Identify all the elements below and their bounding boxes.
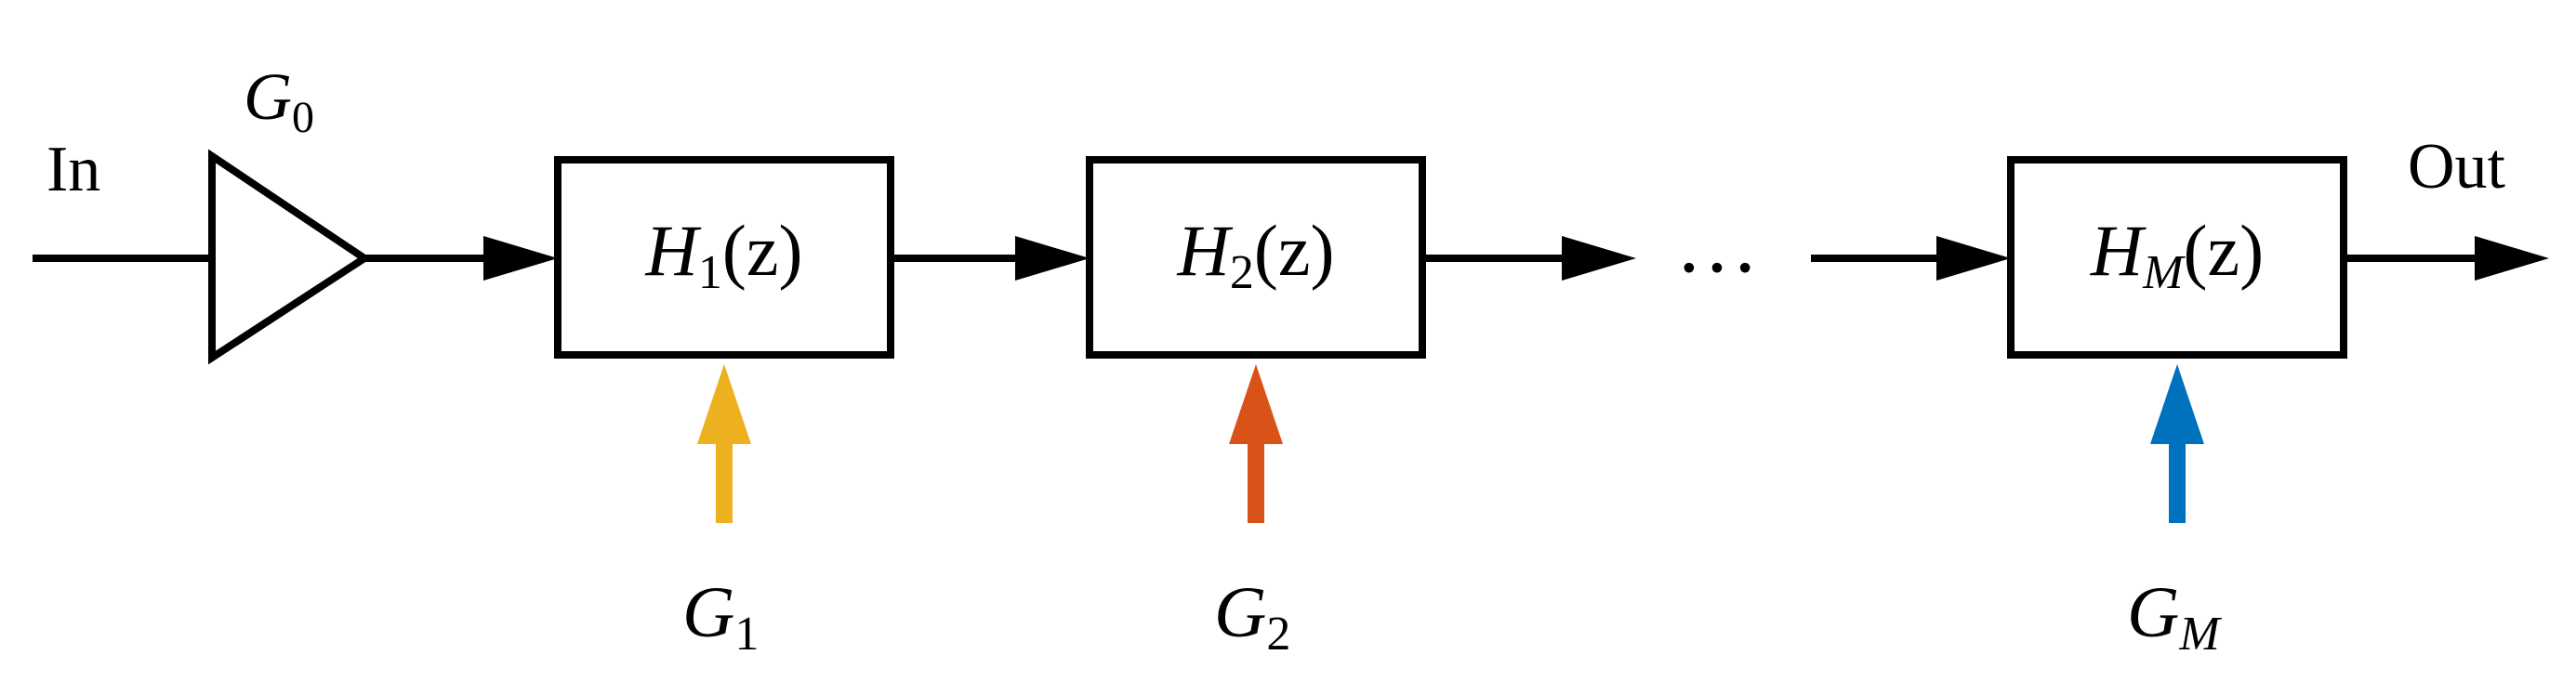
stage-m-label: HM(z) [2090,210,2264,299]
gain-m-label: GM [2127,571,2222,661]
input-label: In [46,134,100,205]
arrow-head-icon [483,236,558,281]
gain-2-label: G2 [1214,571,1290,661]
gain-arrow-1 [697,364,751,523]
output-label: Out [2408,131,2506,203]
arrow-head-icon [1015,236,1090,281]
arrow-head-icon [1936,236,2011,281]
arrow-head-icon [1562,236,1636,281]
gain-arrow-2 [1229,364,1283,523]
up-arrow-icon [2150,364,2204,444]
arrow-head-icon [2475,236,2549,281]
ellipsis-label: … [1675,198,1759,290]
stage-box-m [2007,156,2347,359]
up-arrow-icon [697,364,751,444]
up-arrow-icon [1229,364,1283,444]
stage-box-2 [1086,156,1426,359]
preamp-gain-label: G0 [244,59,314,142]
gain-1-label: G1 [682,571,759,661]
gain-arrow-m [2150,364,2204,523]
stage-2-label: H2(z) [1177,210,1335,299]
amplifier-triangle-icon [208,149,372,365]
stage-1-label: H1(z) [645,210,803,299]
